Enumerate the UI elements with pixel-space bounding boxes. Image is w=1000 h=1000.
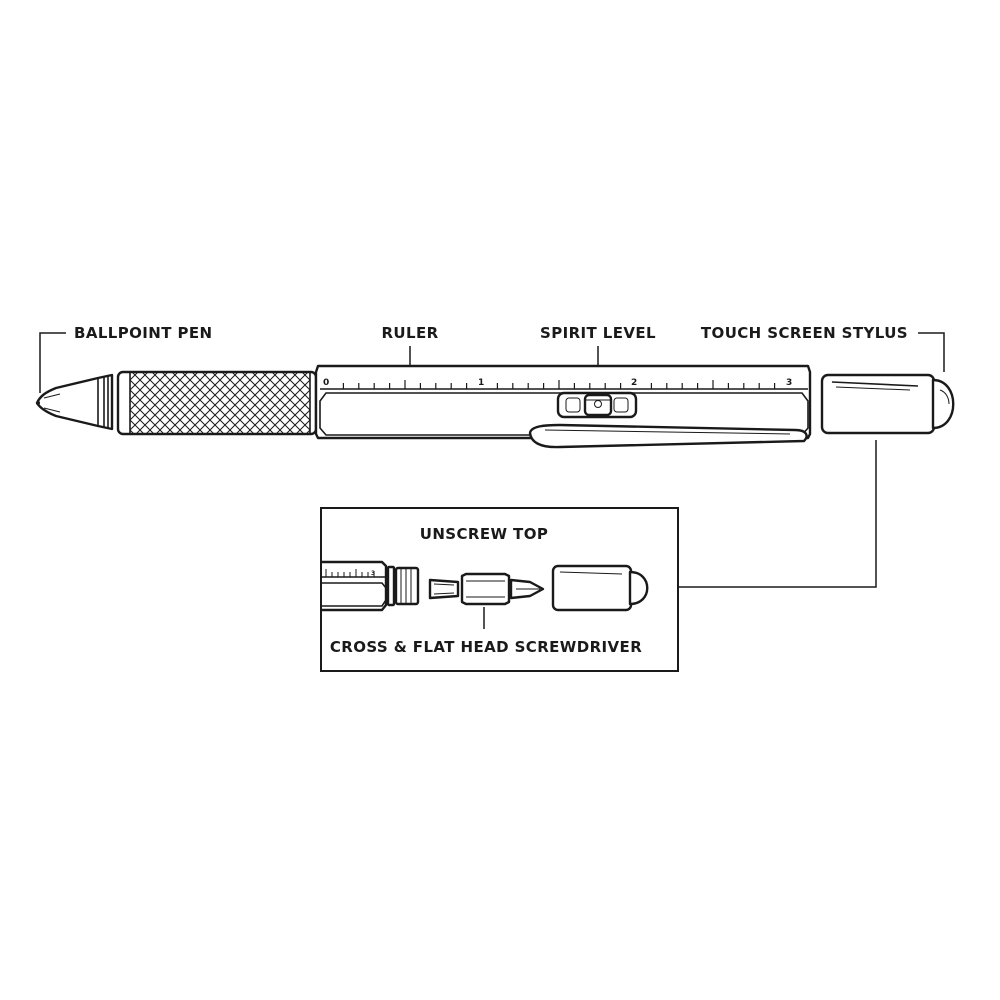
stylus-cap: [820, 373, 955, 435]
label-spirit-level: SPIRIT LEVEL: [540, 324, 656, 342]
leader-touch-screen-stylus: [918, 332, 945, 372]
inset-ruler-number: 3: [371, 570, 375, 577]
ballpoint-tip: [35, 373, 114, 431]
leader-inset: [679, 440, 877, 588]
leader-ballpoint-pen: [39, 332, 66, 393]
label-ballpoint-pen: BALLPOINT PEN: [74, 324, 213, 342]
spirit-level-window: [556, 391, 638, 419]
ruler-ticks: [342, 380, 776, 389]
label-screwdriver: CROSS & FLAT HEAD SCREWDRIVER: [330, 638, 642, 656]
ruler-number-1: 1: [478, 378, 484, 388]
ruler-number-3: 3: [786, 378, 792, 388]
knurled-grip: [116, 370, 318, 436]
label-unscrew-top: UNSCREW TOP: [420, 525, 549, 543]
screwdriver-bit: [428, 572, 545, 606]
unscrewed-top: [551, 564, 649, 612]
pen-clip: [528, 423, 808, 449]
inset-box: UNSCREW TOP CROSS & FLAT HEAD SCREWDRIVE…: [320, 507, 679, 672]
inset-ruler-ticks: [325, 569, 375, 577]
inset-barrel-end: 3: [322, 560, 420, 612]
label-ruler: RULER: [381, 324, 438, 342]
ruler-number-0: 0: [323, 378, 329, 388]
label-touch-screen-stylus: TOUCH SCREEN STYLUS: [701, 324, 908, 342]
ruler-number-2: 2: [631, 378, 637, 388]
pen: 0 1 2 3: [35, 364, 955, 449]
